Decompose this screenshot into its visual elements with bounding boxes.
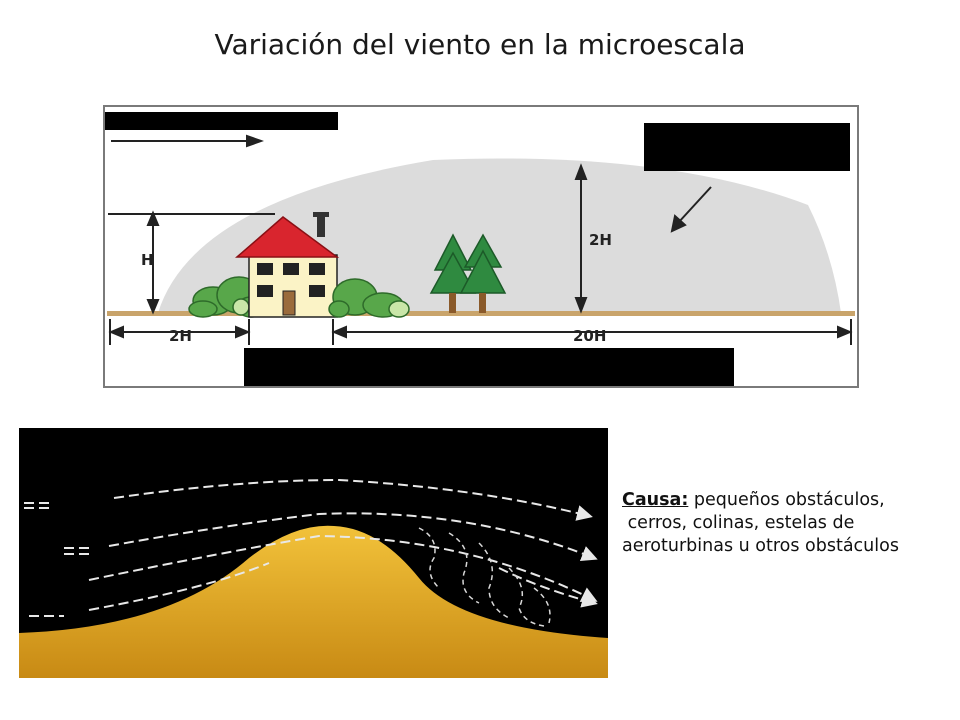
hill-flow-diagram bbox=[19, 428, 608, 678]
shrub-right bbox=[328, 278, 410, 318]
tree-icon-2 bbox=[459, 233, 507, 313]
cause-line-1: pequeños obstáculos, bbox=[688, 490, 885, 510]
pointer-arrow bbox=[670, 186, 712, 233]
downstream-distance-dimension bbox=[331, 319, 853, 345]
obstacle-wake-diagram: H bbox=[103, 105, 859, 388]
turbulent-eddies bbox=[418, 527, 551, 627]
label-2h-vertical: 2H bbox=[589, 231, 612, 249]
upstream-distance-dimension bbox=[108, 319, 251, 345]
cause-label: Causa: bbox=[622, 490, 689, 510]
cause-line-2: cerros, colinas, estelas de bbox=[622, 513, 855, 534]
ground-line bbox=[107, 311, 855, 316]
slide-title: Variación del viento en la microescala bbox=[214, 28, 746, 61]
wind-arrow bbox=[111, 134, 264, 148]
streamlines bbox=[24, 478, 598, 617]
cause-description: Causa: pequeños obstáculos, cerros, coli… bbox=[622, 489, 952, 558]
label-h: H bbox=[141, 251, 154, 269]
label-20h: 20H bbox=[573, 327, 606, 345]
redacted-label-wake bbox=[644, 123, 850, 171]
hill-shape bbox=[19, 525, 608, 678]
cause-line-3: aeroturbinas u otros obstáculos bbox=[622, 536, 899, 557]
redacted-label-wind bbox=[105, 112, 338, 130]
height-dimension bbox=[146, 210, 160, 315]
house-icon bbox=[234, 212, 340, 318]
label-2h-horizontal: 2H bbox=[169, 327, 192, 345]
wake-height-dimension bbox=[574, 163, 588, 314]
redacted-label-bottom bbox=[244, 348, 734, 386]
tree-icon-1 bbox=[429, 233, 477, 313]
